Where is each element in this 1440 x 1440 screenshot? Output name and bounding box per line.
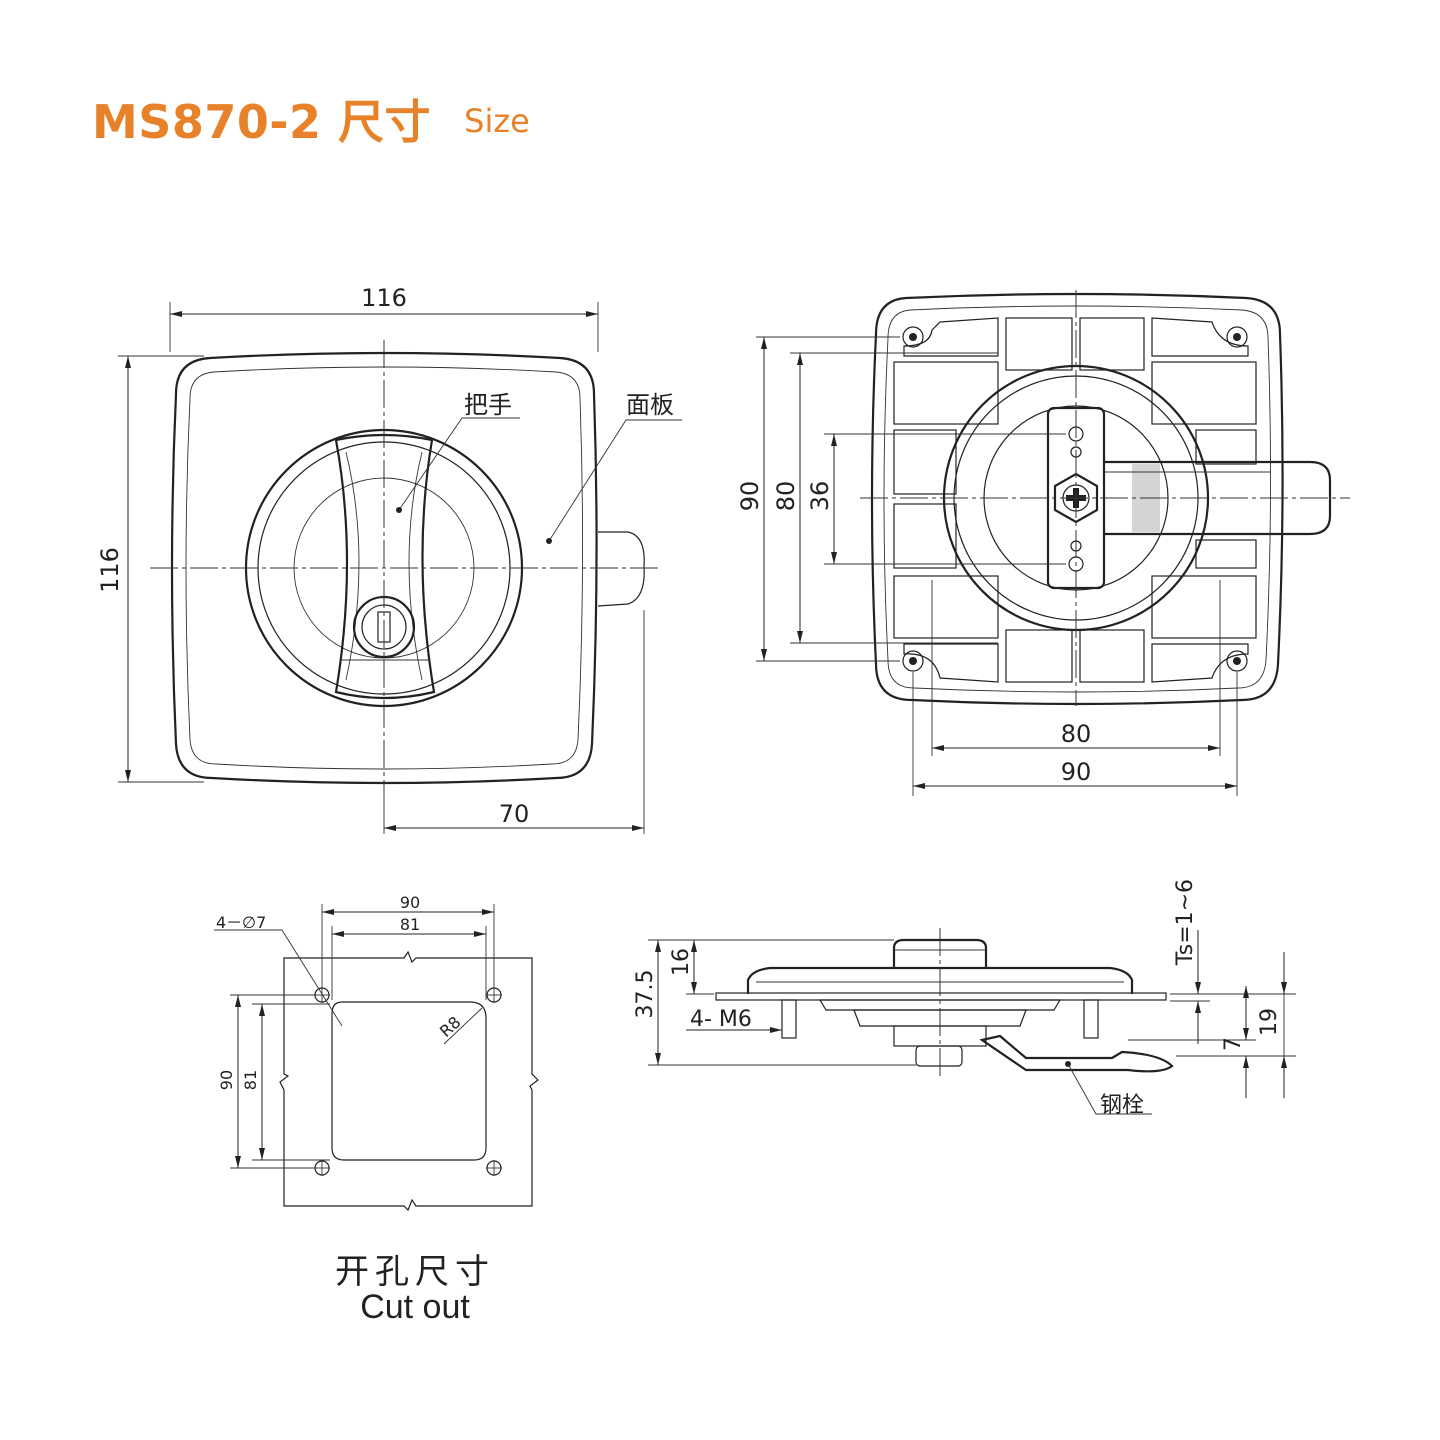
- stud-right: [1083, 999, 1099, 1039]
- leader-panel-dot: [546, 538, 552, 544]
- cutout-plate: [279, 950, 539, 1212]
- cutout-opening: [331, 1001, 487, 1161]
- leader-bolt: [1067, 1063, 1152, 1115]
- cutout-caption-cn: 开孔尺寸: [335, 1252, 495, 1292]
- dim-cut-v90-text: 90: [217, 1070, 236, 1090]
- page-header: MS870-2 尺寸 Size: [92, 86, 530, 149]
- dim-offset-text: 70: [499, 800, 530, 828]
- cutout-view: 4－∅7 R8 90 81 90 81: [214, 893, 539, 1212]
- dim-total-text: 37.5: [633, 970, 658, 1019]
- leader-handle-dot: [396, 507, 402, 513]
- side-view: 钢栓 37.5 16 4- M6 Ts=1~6 7 19: [633, 879, 1296, 1118]
- side-bolt-nub: [597, 531, 645, 607]
- lock-nut: [915, 1045, 963, 1067]
- cutout-holes: [314, 987, 502, 1176]
- door-sheet: [715, 992, 1167, 1001]
- panel-inner-outline: [185, 366, 584, 770]
- back-view: 90 80 36 80 90: [736, 290, 1350, 796]
- dim-cut-v81-text: 81: [241, 1070, 260, 1090]
- panel-outline: [170, 351, 598, 785]
- label-handle: 把手: [464, 391, 512, 419]
- radius-text: R8: [436, 1013, 465, 1041]
- handle-body: [334, 433, 436, 700]
- dim-v36-text: 36: [806, 481, 834, 512]
- dim-cut-h81-text: 81: [400, 915, 420, 934]
- leader-radius: [443, 1007, 483, 1045]
- dim-holes-text: 4－∅7: [216, 913, 266, 932]
- label-bolt: 钢栓: [1100, 1093, 1144, 1118]
- front-view: 把手 面板 116 116 70: [96, 284, 682, 834]
- stud-left: [781, 999, 797, 1039]
- rear-housing: [818, 999, 1062, 1011]
- steel-bolt: [979, 1034, 1174, 1073]
- rear-hub: [853, 1009, 1027, 1027]
- dim-h80-text: 80: [1061, 720, 1092, 748]
- leader-panel: [548, 419, 682, 542]
- dim-v80-text: 80: [772, 481, 800, 512]
- dim-h90-text: 90: [1061, 758, 1092, 786]
- dim-cut-h90-text: 90: [400, 893, 420, 912]
- dim-top-text: 16: [669, 948, 694, 976]
- dim-width-text: 116: [361, 284, 407, 312]
- housing-inner-outline: [883, 305, 1272, 693]
- leader-holes: [214, 929, 343, 1027]
- leader-handle: [398, 417, 520, 511]
- handle-edge-right: [408, 451, 423, 681]
- dim-ts-text: Ts=1~6: [1173, 879, 1198, 966]
- dim-height-text: 116: [96, 547, 124, 593]
- handle-edge-left: [345, 451, 360, 681]
- cam-arm: [1104, 460, 1332, 536]
- housing-outline: [870, 292, 1284, 706]
- mounting-holes: [902, 326, 1248, 672]
- page-subtitle: Size: [464, 102, 530, 140]
- dim-7-text: 7: [1221, 1037, 1246, 1051]
- dim-studs-text: 4- M6: [690, 1007, 752, 1032]
- page-title: MS870-2 尺寸: [92, 95, 432, 149]
- dim-v90-text: 90: [736, 481, 764, 512]
- dim-19-text: 19: [1257, 1008, 1282, 1036]
- label-panel: 面板: [626, 391, 674, 419]
- cutout-caption-en: Cut out: [360, 1288, 470, 1326]
